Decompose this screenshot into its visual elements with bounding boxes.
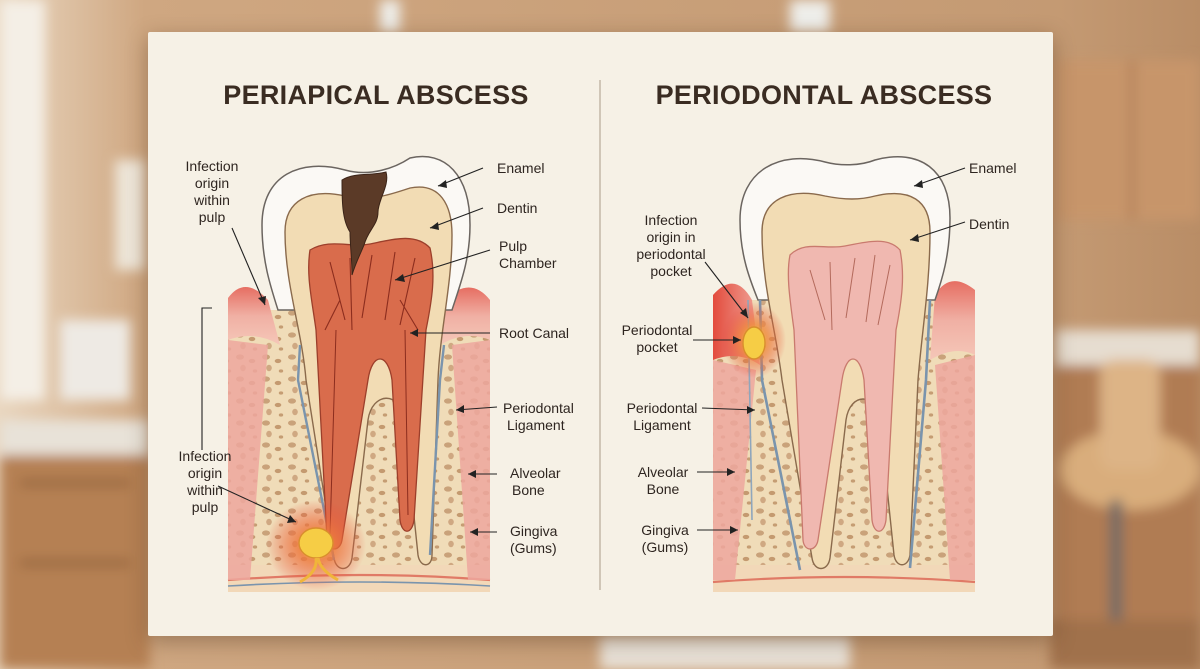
right-cabinet bbox=[1055, 60, 1200, 220]
right-arrowheads bbox=[727, 180, 923, 534]
picture-frame bbox=[115, 160, 145, 270]
periodontal-pocket-abscess bbox=[742, 326, 766, 360]
periapical-tooth bbox=[227, 155, 491, 592]
left-label-dentin: Dentin bbox=[497, 200, 538, 216]
right-label-dentin: Dentin bbox=[969, 216, 1010, 232]
right-label-alveolar-bone: Alveolar Bone bbox=[637, 464, 689, 497]
right-label-enamel: Enamel bbox=[969, 160, 1017, 176]
right-label-infection-origin: Infection origin in periodontal pocket bbox=[636, 212, 706, 279]
left-arrowheads bbox=[258, 180, 478, 536]
left-label-infection-origin-top: Infection origin within pulp bbox=[185, 158, 239, 225]
left-label-root-canal: Root Canal bbox=[499, 325, 570, 341]
left-label-alveolar-bone: Alveolar Bone bbox=[510, 465, 561, 498]
left-apical-abscess bbox=[298, 527, 334, 559]
left-label-enamel: Enamel bbox=[497, 160, 545, 176]
left-gingiva bbox=[228, 286, 280, 345]
left-label-periodontal-ligament: Periodontal Ligament bbox=[503, 400, 574, 433]
right-label-periodontal-pocket: Periodontal pocket bbox=[621, 322, 693, 355]
left-decay-cavity bbox=[341, 171, 388, 276]
left-label-gingiva: Gingiva (Gums) bbox=[510, 523, 558, 556]
left-label-infection-origin-bottom: Infection origin within pulp bbox=[178, 448, 232, 515]
left-leader-lines bbox=[201, 167, 498, 533]
left-label-pulp-chamber: Pulp Chamber bbox=[499, 238, 557, 271]
window bbox=[0, 0, 45, 400]
periodontal-abscess-title: PERIODONTAL ABSCESS bbox=[655, 80, 993, 110]
left-periodontal-ligament bbox=[296, 344, 336, 561]
periapical-abscess-title: PERIAPICAL ABSCESS bbox=[223, 80, 529, 110]
periodontal-tooth bbox=[712, 156, 976, 592]
right-label-gingiva: Gingiva (Gums) bbox=[641, 522, 689, 555]
right-label-periodontal-ligament: Periodontal Ligament bbox=[626, 400, 698, 433]
right-pulp-chamber bbox=[787, 240, 904, 550]
